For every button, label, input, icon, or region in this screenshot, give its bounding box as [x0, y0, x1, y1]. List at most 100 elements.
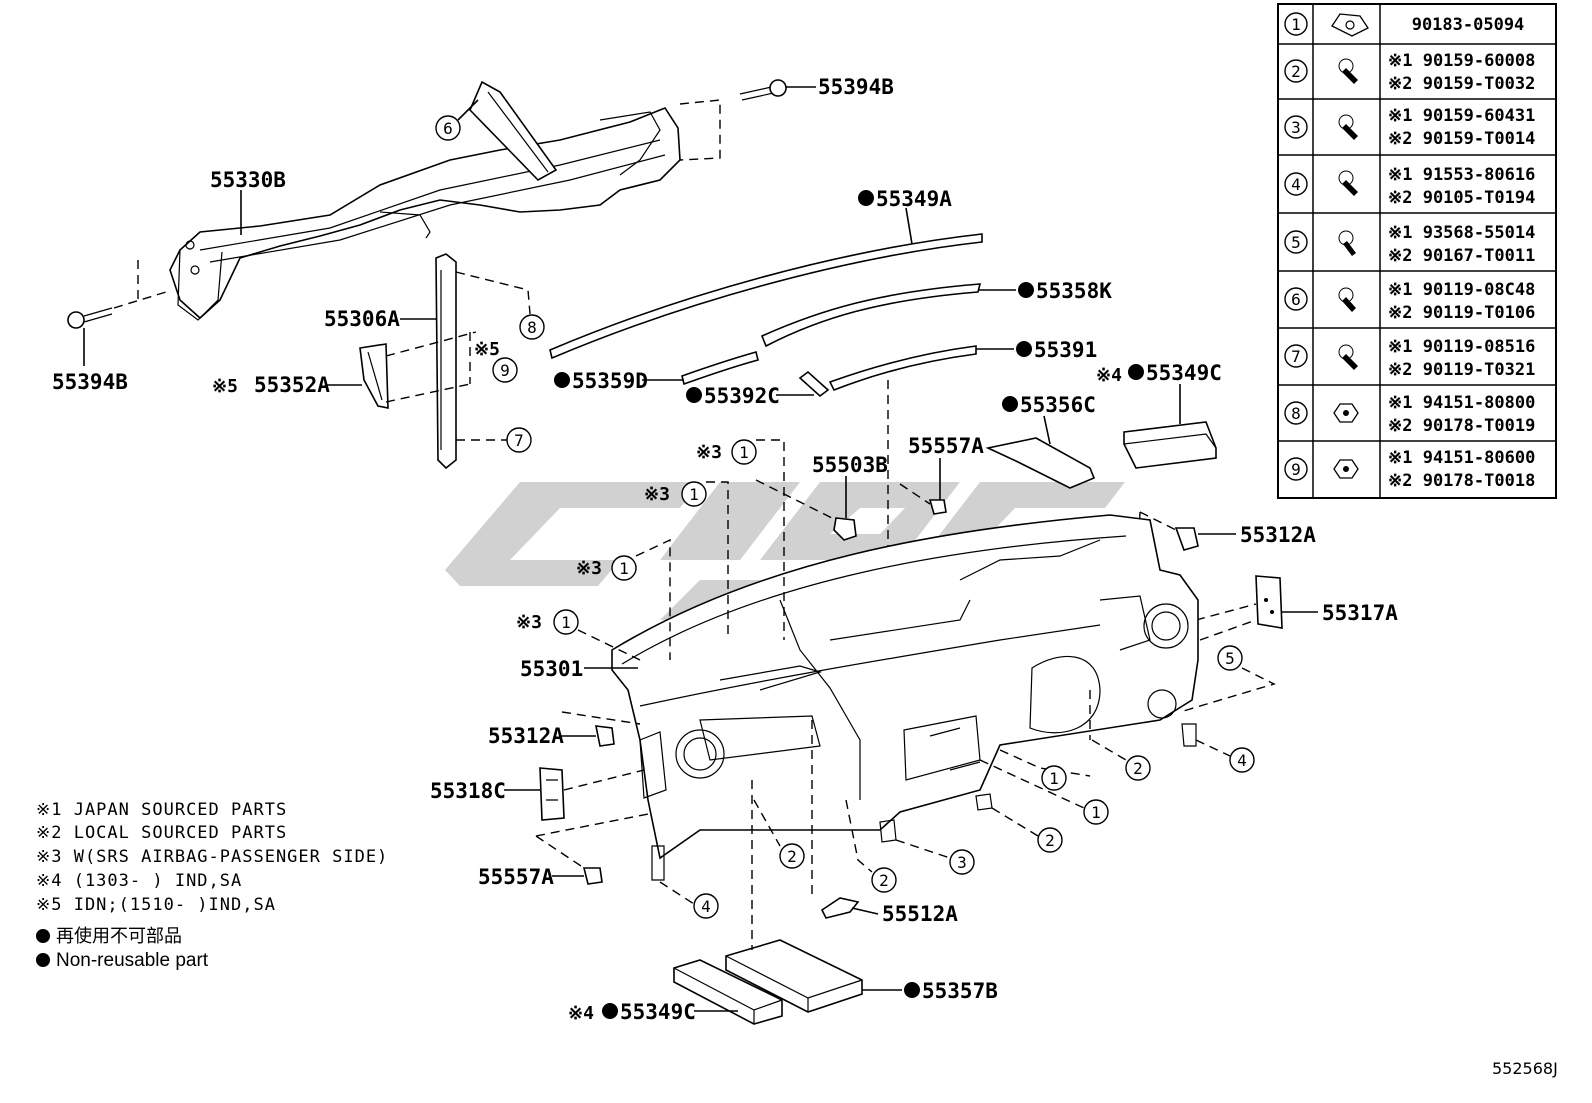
ref-circle: 8: [527, 318, 537, 337]
ref-circle: 1: [561, 613, 571, 632]
bolt-icon: [739, 79, 787, 101]
clip-55312A: [594, 725, 615, 747]
part-label: 55392C: [704, 384, 780, 408]
note-line: ※1 JAPAN SOURCED PARTS: [36, 800, 287, 820]
bolt-icon: [1338, 344, 1358, 370]
ref-circle: 3: [957, 853, 967, 872]
note-line: ※5 IDN;(1510- )IND,SA: [36, 895, 276, 915]
table-ref: 5: [1291, 233, 1301, 252]
non-reusable-dot-icon: [1002, 396, 1018, 412]
ref-circle: 2: [1045, 831, 1055, 850]
part-label: 55394B: [818, 75, 894, 99]
table-part-number: ※1 90159-60008: [1388, 51, 1535, 71]
airbag-ref-1-d: ※3 1: [516, 609, 641, 661]
ref-circle: 2: [1133, 759, 1143, 778]
pad-55349C-bottom: [673, 959, 783, 1025]
airbag-ref-1-a: ※3 1: [696, 439, 785, 640]
pad-55356C: [985, 437, 1096, 489]
note-line: ※2 LOCAL SOURCED PARTS: [36, 823, 287, 843]
ref-circle: 7: [514, 431, 524, 450]
table-part-number: ※2 90119-T0106: [1388, 303, 1535, 323]
table-row: 5 ※1 93568-55014 ※2 90167-T0011: [1284, 223, 1535, 266]
ref-circle: 9: [500, 361, 510, 380]
strip-55349A: [549, 233, 983, 360]
screw-icon: [1338, 230, 1356, 256]
strip-55391: [828, 345, 977, 392]
note-mark: ※3: [516, 612, 542, 633]
note-mark: ※5: [474, 339, 500, 360]
note-mark: ※5: [212, 376, 238, 397]
part-label: 55317A: [1322, 601, 1398, 625]
table-part-number: ※1 93568-55014: [1388, 223, 1535, 243]
notes-block: ※1 JAPAN SOURCED PARTS ※2 LOCAL SOURCED …: [36, 800, 388, 915]
ref-circle: 6: [443, 119, 453, 138]
part-label: 55357B: [922, 979, 998, 1003]
note-line: ※3 W(SRS AIRBAG-PASSENGER SIDE): [36, 847, 388, 867]
table-part-number: ※2 90167-T0011: [1388, 246, 1535, 266]
instrument-panel: [611, 514, 1199, 860]
bolt-icon: [67, 307, 113, 329]
bolt-icon: [1338, 58, 1358, 84]
non-reusable-dot-icon: [554, 372, 570, 388]
bracket-55352A: [359, 343, 389, 409]
table-row: 4 ※1 91553-80616 ※2 90105-T0194: [1284, 165, 1535, 208]
non-reusable-dot-icon: [36, 929, 50, 943]
diagram-code: 552568J: [1492, 1059, 1558, 1078]
ref-circle: 1: [1091, 803, 1101, 822]
part-label: 55359D: [572, 369, 648, 393]
clip-55557A: [582, 867, 603, 885]
part-label: 55512A: [882, 902, 958, 926]
table-row: 9 ※1 94151-80600 ※2 90178-T0018: [1284, 448, 1535, 491]
bracket-55318C: [539, 767, 565, 821]
ref-circle: 4: [1237, 751, 1247, 770]
note-mark: ※3: [644, 484, 670, 505]
non-reusable-dot-icon: [36, 953, 50, 967]
part-label: 55312A: [1240, 523, 1316, 547]
ref-circle: 1: [739, 443, 749, 462]
non-reusable-dot-icon: [686, 387, 702, 403]
table-ref: 8: [1291, 404, 1301, 423]
table-part-number: ※2 90178-T0018: [1388, 471, 1535, 491]
airbag-ref-1-b: ※3 1: [644, 481, 729, 640]
airbag-ref-1-c: ※3 1: [576, 538, 671, 660]
legend: 再使用不可部品 Non-reusable part: [36, 926, 209, 971]
ref-circle: 1: [1049, 769, 1059, 788]
table-part-number: ※1 90159-60431: [1388, 106, 1535, 126]
table-part-number: ※1 90119-08516: [1388, 337, 1535, 357]
part-label: 55503B: [812, 453, 888, 477]
reinforcement-beam: [169, 80, 681, 321]
nut-icon: [1333, 403, 1359, 423]
table-ref: 3: [1291, 118, 1301, 137]
part-label: 55352A: [254, 373, 330, 397]
note-mark: ※3: [576, 558, 602, 579]
ref-circle: 5: [1225, 649, 1235, 668]
part-label: 55349C: [620, 1000, 696, 1024]
table-part-number: ※1 90119-08C48: [1388, 280, 1535, 300]
note-mark: ※3: [696, 442, 722, 463]
table-part-number: ※1 94151-80600: [1388, 448, 1535, 468]
nut-icon: [1333, 459, 1359, 479]
non-reusable-dot-icon: [1018, 282, 1034, 298]
fastener-table: 1 90183-05094 2 ※1 90159-60008 ※2 90159-…: [1277, 3, 1557, 499]
part-55392C: [798, 370, 830, 398]
table-part-number: ※2 90159-T0014: [1388, 129, 1535, 149]
note-mark: ※4: [568, 1003, 594, 1024]
part-label: 55557A: [908, 434, 984, 458]
table-ref: 4: [1291, 175, 1301, 194]
table-ref: 6: [1291, 290, 1301, 309]
table-ref: 7: [1291, 347, 1301, 366]
table-ref: 9: [1291, 460, 1301, 479]
part-label: 55349A: [876, 187, 952, 211]
table-row: 6 ※1 90119-08C48 ※2 90119-T0106: [1284, 280, 1535, 323]
table-part-number: ※2 90178-T0019: [1388, 416, 1535, 436]
part-label: 55394B: [52, 370, 128, 394]
bolt-icon: [1338, 170, 1358, 196]
ref-circle: 1: [619, 559, 629, 578]
part-label: 55318C: [430, 779, 506, 803]
strip-55359D: [681, 351, 759, 386]
table-part-number: ※1 94151-80800: [1388, 393, 1535, 413]
part-label: 55349C: [1146, 361, 1222, 385]
bolt-icon: [1338, 287, 1356, 312]
bracket-55317A: [1255, 575, 1283, 629]
table-row: 8 ※1 94151-80800 ※2 90178-T0019: [1284, 393, 1535, 436]
